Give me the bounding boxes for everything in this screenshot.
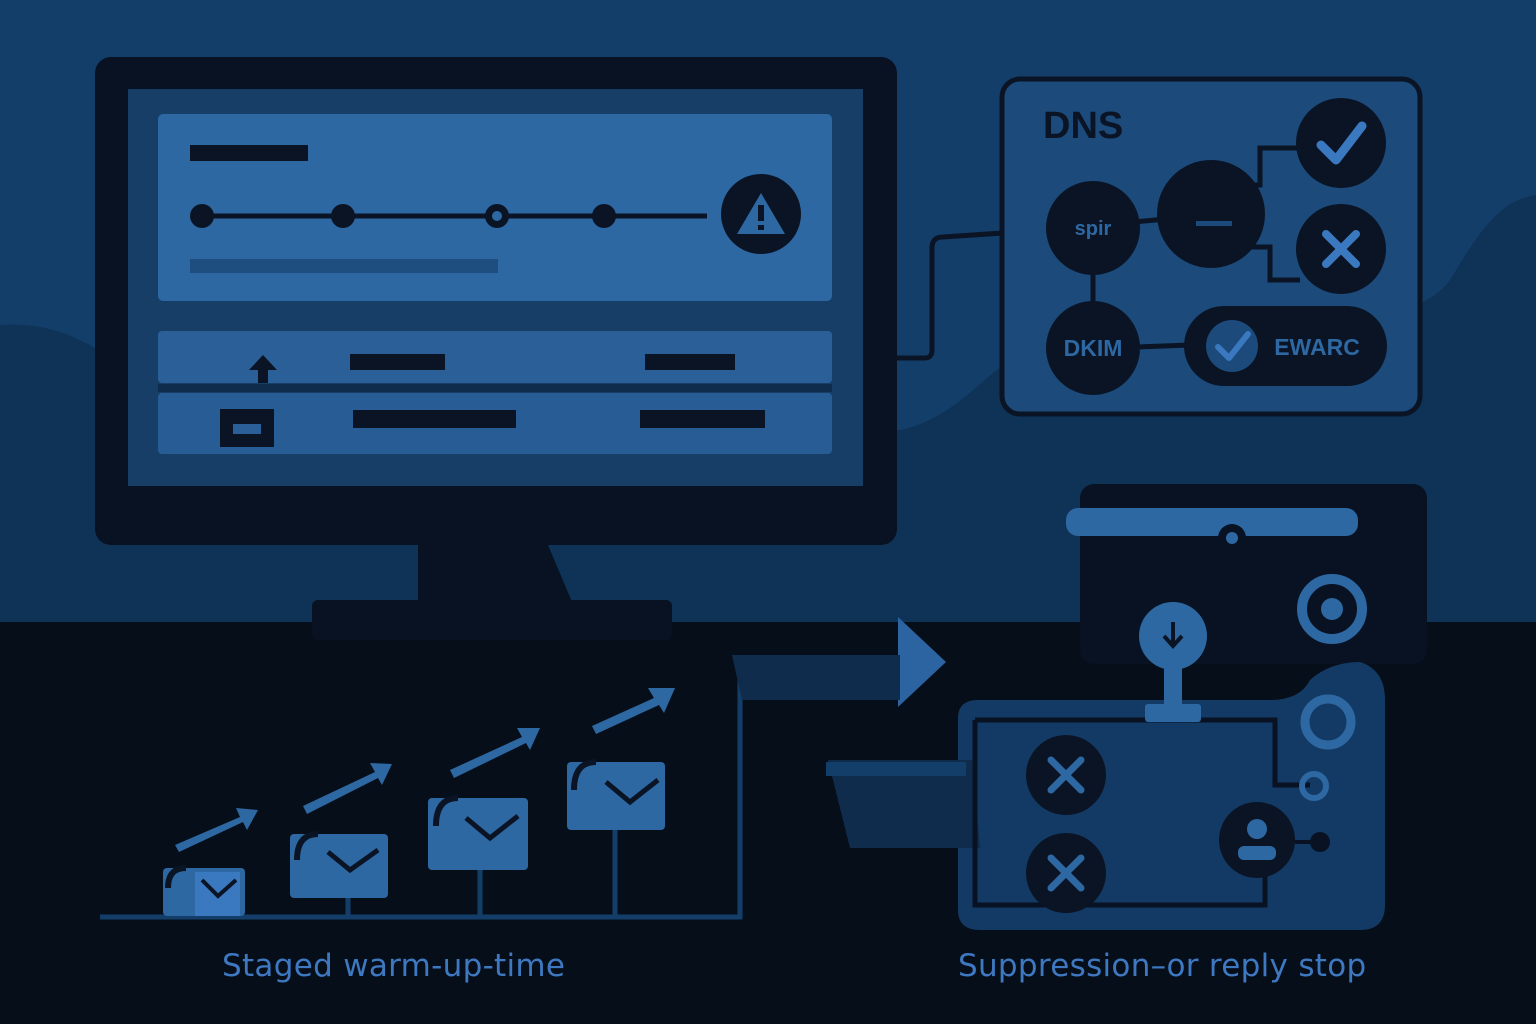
monitor-base: [312, 600, 672, 640]
check-node[interactable]: [1296, 98, 1386, 188]
progress-bar: [190, 259, 498, 273]
dkim-node[interactable]: [1046, 301, 1140, 395]
user-node[interactable]: [1219, 802, 1295, 878]
dns-panel: DNS spir DKIM EWARC: [999, 76, 1423, 417]
dmarc-label: EWARC: [1274, 334, 1360, 360]
user-connector-dot: [1310, 832, 1330, 852]
growth-arrow-icon: [175, 808, 258, 852]
status-ring-large[interactable]: [1300, 694, 1356, 750]
check-icon: [1316, 121, 1367, 165]
monitor-dns-connector: [897, 227, 1049, 361]
mail-icon: [163, 865, 245, 916]
pointer-right-icon: [898, 617, 946, 707]
timeline-step-2[interactable]: [331, 204, 355, 228]
monitor: [95, 57, 897, 640]
spf-label: spir: [1075, 218, 1112, 240]
spf-node[interactable]: [1046, 181, 1140, 275]
target-icon[interactable]: [1297, 574, 1367, 644]
mail-icon: [567, 759, 665, 830]
timeline-step-4[interactable]: [592, 204, 616, 228]
device-top-bar: [1066, 508, 1358, 536]
mail-icon: [290, 831, 388, 898]
warning-mark: [758, 205, 764, 221]
suppression-device: [826, 484, 1427, 930]
device-tray: [828, 760, 980, 848]
dkim-label: DKIM: [1064, 335, 1123, 361]
dkim-dmarc-link: [1137, 342, 1191, 350]
cross-icon: [1322, 230, 1360, 268]
dns-hub-node[interactable]: [1157, 160, 1265, 268]
user-icon: [1238, 819, 1276, 860]
warmup-section: [100, 617, 946, 920]
warmup-caption: Staged warm-up-time: [222, 948, 566, 984]
dns-title: DNS: [1043, 105, 1123, 147]
header-cell-1: [350, 354, 445, 370]
row-cell-2: [640, 410, 765, 428]
card-title-bar: [190, 145, 308, 161]
upload-arrow-icon[interactable]: [249, 355, 277, 383]
dmarc-check-icon: [1215, 331, 1251, 361]
cross-icon: [1047, 854, 1085, 892]
valve-icon[interactable]: [1139, 602, 1207, 722]
header-cell-2: [645, 354, 735, 370]
mail-icon: [428, 795, 528, 870]
row-thumbnail-icon: [220, 409, 274, 447]
target-icon-center: [1321, 598, 1343, 620]
timeline-step-1[interactable]: [190, 204, 214, 228]
hub-cross-link: [1250, 244, 1300, 283]
monitor-neck: [418, 545, 572, 602]
status-ring-small[interactable]: [1299, 771, 1329, 801]
growth-arrow-icon: [303, 763, 392, 814]
dmarc-check-badge: [1206, 320, 1258, 372]
row-cell-1: [353, 410, 516, 428]
device-inner-outline-bottom: [972, 720, 1268, 908]
growth-arrow-icon: [592, 688, 675, 734]
growth-arrow-icon: [450, 728, 540, 778]
device-tray-lip: [826, 762, 966, 776]
timeline-step-3-hole: [492, 211, 502, 221]
warning-dot: [758, 225, 764, 230]
pointer-band: [732, 655, 900, 700]
device-top-knob-core: [1226, 532, 1238, 544]
hub-dash: [1196, 221, 1232, 226]
suppression-caption: Suppression–or reply stop: [958, 948, 1367, 984]
device-inner-outline: [975, 717, 1310, 788]
cross-icon: [1047, 756, 1085, 794]
